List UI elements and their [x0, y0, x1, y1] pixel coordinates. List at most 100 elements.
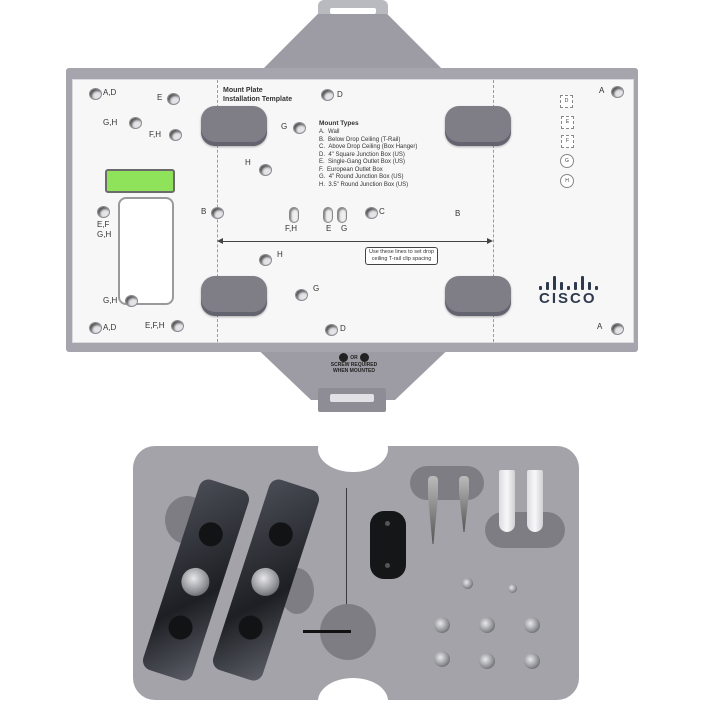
t-rail-spacing-line — [219, 241, 491, 242]
mount-type-c: C. Above Drop Ceiling (Box Hanger) — [319, 144, 418, 150]
rubber-pad-bottom-left — [201, 276, 267, 316]
mount-type-h: H. 3.5" Round Junction Box (US) — [319, 181, 409, 188]
small-screw — [508, 584, 517, 593]
label-efh-bottom: E,F,H — [145, 321, 165, 330]
wall-anchor — [499, 470, 515, 532]
foam-recess-anchors — [485, 512, 565, 548]
hole-fh-top — [169, 129, 182, 141]
label-ad-bottom: A,D — [103, 323, 117, 332]
cisco-bars-icon — [539, 276, 598, 290]
slot-g — [337, 207, 347, 223]
label-g-mid: G — [281, 122, 288, 131]
label-e-mid: E — [326, 224, 332, 233]
top-clip-slot — [330, 8, 376, 14]
title-line-1: Mount Plate — [223, 87, 263, 94]
label-a-bottom-right: A — [597, 322, 603, 331]
rubber-pad-top-right — [445, 106, 511, 146]
label-g-lower: G — [313, 284, 320, 293]
machine-screw — [434, 651, 450, 667]
t-rail-note: Use these lines to set drop ceiling T-ra… — [365, 247, 439, 265]
slot-e — [323, 207, 333, 223]
hole-g-lower — [295, 289, 308, 301]
mount-types-title: Mount Types — [319, 120, 359, 127]
rubber-foot — [235, 612, 266, 643]
mount-type-d: D. 4" Square Junction Box (US) — [319, 151, 405, 158]
keyhole-bracket — [370, 511, 406, 579]
wall-anchor — [527, 470, 543, 532]
mount-plate-template: Mount Plate Installation Template Mount … — [72, 79, 634, 343]
legend-key-e: E — [561, 116, 574, 129]
hole-ad-top — [89, 88, 102, 100]
label-g-mid2: G — [341, 224, 348, 233]
hole-efh-bottom — [171, 320, 184, 332]
label-b-left: B — [201, 207, 207, 216]
rubber-foot — [265, 519, 296, 550]
machine-screw — [479, 617, 495, 633]
arrow-right-icon — [487, 238, 493, 244]
tray-center-slit — [346, 488, 347, 638]
legend-key-d: D — [560, 95, 573, 108]
hole-h-upper — [259, 164, 272, 176]
hole-ad-bottom — [89, 322, 102, 334]
hex-key — [303, 630, 351, 633]
hole-e-top — [167, 93, 180, 105]
label-a-top-right: A — [599, 86, 605, 95]
cable-cutout — [118, 197, 174, 305]
mount-type-g: G. 4" Round Junction Box (US) — [319, 174, 404, 180]
bubble-level — [105, 169, 175, 193]
torx-screw-icon — [339, 353, 349, 362]
hole-h-lower — [259, 254, 272, 266]
cisco-wordmark: CISCO — [539, 290, 597, 307]
rubber-foot — [165, 612, 196, 643]
label-fh-top: F,H — [149, 130, 161, 139]
long-screw — [459, 476, 469, 532]
template-title: Mount Plate Installation Template — [223, 86, 292, 104]
machine-screw — [434, 617, 450, 633]
machine-screw — [479, 653, 495, 669]
foam-recess-screws — [410, 466, 484, 500]
machine-screw — [524, 653, 540, 669]
label-e-top: E — [157, 93, 163, 102]
label-efgh: E,F G,H — [97, 220, 112, 239]
screw-required-note: OR SCREW REQUIRED WHEN MOUNTED — [330, 353, 378, 374]
label-b-right: B — [455, 209, 461, 218]
label-h-upper: H — [245, 158, 251, 167]
mount-type-e: E. Single-Gang Outlet Box (US) — [319, 159, 406, 165]
bottom-latch-slot — [330, 394, 374, 402]
bracket-screw — [177, 564, 214, 600]
mount-types-list: Mount Types A. Wall B. Below Drop Ceilin… — [319, 120, 417, 189]
hole-gh-top — [129, 117, 142, 129]
legend-key-f: F — [561, 135, 574, 148]
rubber-foot — [195, 519, 226, 550]
tray-notch-bottom — [318, 678, 388, 724]
hole-d-top — [321, 89, 334, 101]
label-gh-top: G,H — [103, 118, 118, 127]
machine-screw — [524, 617, 540, 633]
mount-type-b: B. Below Drop Ceiling (T-Rail) — [319, 136, 401, 143]
guide-line-right — [493, 80, 494, 342]
slot-fh — [289, 207, 299, 223]
small-screw — [462, 578, 473, 589]
label-d-bottom: D — [340, 324, 346, 333]
label-d-top: D — [337, 90, 343, 99]
phillips-screw-icon — [359, 353, 369, 362]
legend-key-h: H — [560, 174, 574, 188]
label-gh-bottom: G,H — [103, 296, 118, 305]
hole-c — [365, 207, 378, 219]
hole-efgh — [97, 206, 110, 218]
hole-gh-bottom — [125, 295, 138, 307]
hole-a-top-right — [611, 86, 624, 98]
rubber-pad-top-left — [201, 106, 267, 146]
title-line-2: Installation Template — [223, 96, 293, 103]
label-c-mid: C — [379, 207, 385, 216]
legend-key-g: G — [560, 154, 574, 168]
label-fh-mid: F,H — [285, 224, 297, 233]
rubber-pad-bottom-right — [445, 276, 511, 316]
mount-type-f: F. European Outlet Box — [319, 166, 383, 173]
mount-type-a: A. Wall — [319, 129, 340, 135]
bracket-screw — [247, 564, 284, 600]
hole-g-mid — [293, 122, 306, 134]
cisco-logo: CISCO — [539, 276, 598, 307]
arrow-left-icon — [217, 238, 223, 244]
label-ad-top: A,D — [103, 88, 117, 97]
